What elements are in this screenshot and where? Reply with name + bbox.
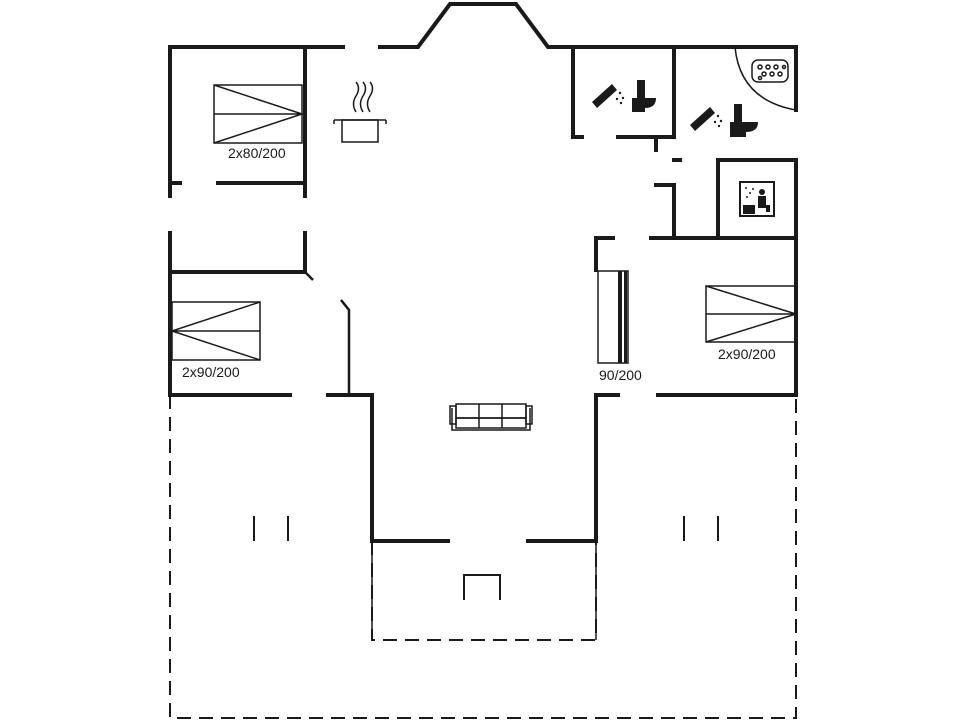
interior-walls xyxy=(168,45,798,395)
hot-tub-icon xyxy=(734,46,797,111)
shower-icon xyxy=(592,84,625,108)
bed-single xyxy=(597,270,629,364)
bed-right-label: 2x90/200 xyxy=(718,346,776,362)
bed-mid-left-label: 2x90/200 xyxy=(182,364,240,380)
bed-right xyxy=(705,285,799,343)
sauna-icon xyxy=(739,181,775,217)
terrace-markers xyxy=(253,516,719,600)
bed-top-left-label: 2x80/200 xyxy=(228,145,286,161)
exterior-walls xyxy=(168,2,798,543)
terrace-outline xyxy=(169,395,797,719)
toilet-icon xyxy=(630,80,656,112)
shower-icon xyxy=(690,107,723,131)
toilet-icon xyxy=(727,104,758,137)
cooking-pot-icon xyxy=(333,81,387,143)
bed-mid-left xyxy=(169,301,261,361)
bed-top-left xyxy=(213,84,305,144)
sofa-icon xyxy=(449,403,533,431)
bed-single-label: 90/200 xyxy=(599,367,642,383)
